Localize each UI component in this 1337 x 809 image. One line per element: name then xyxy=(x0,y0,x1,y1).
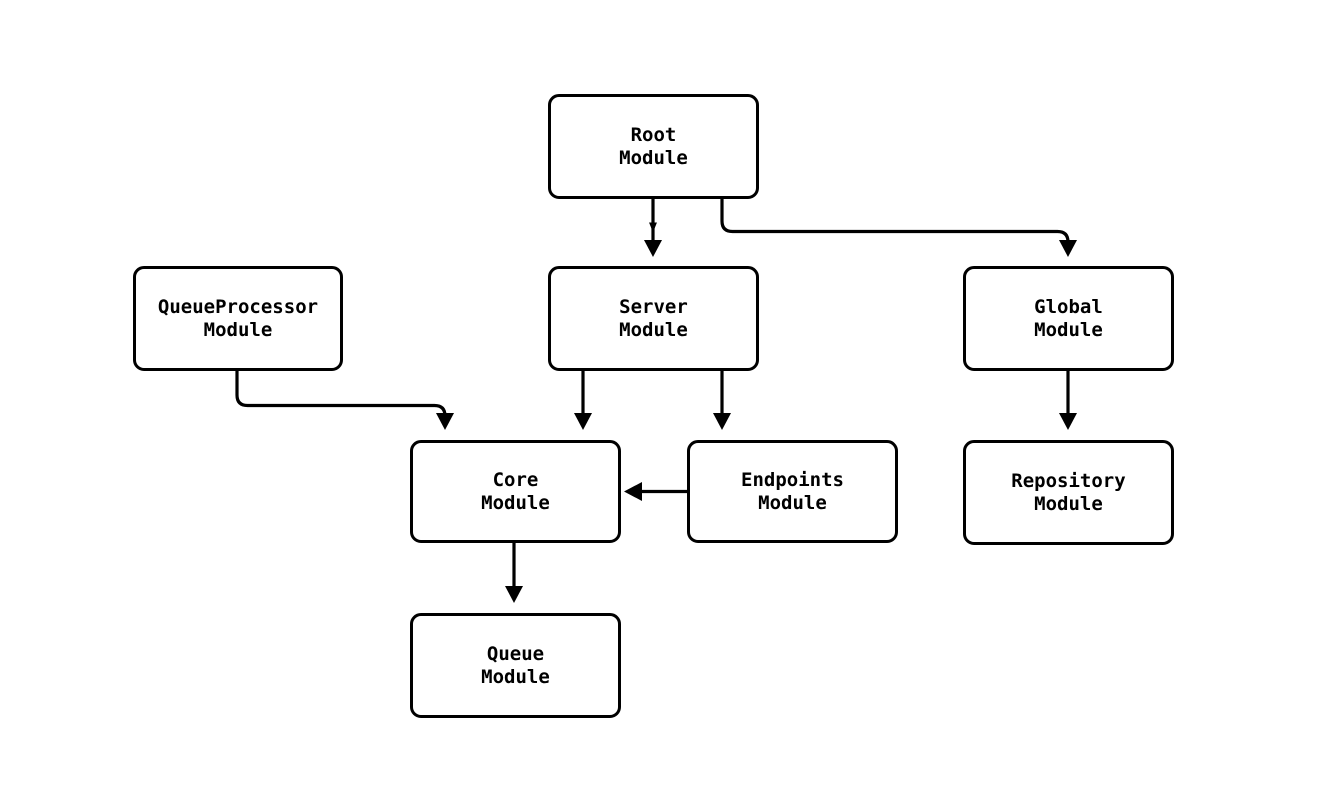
arrowhead-root-to-global xyxy=(1059,240,1077,257)
node-endpoints-module[interactable]: Endpoints Module xyxy=(687,440,898,543)
node-label-line1: Endpoints xyxy=(741,468,844,491)
node-server-module[interactable]: Server Module xyxy=(548,266,759,371)
node-label-line2: Module xyxy=(619,146,688,169)
node-label-line1: Queue xyxy=(486,642,545,665)
arrowhead-core-to-queue xyxy=(505,586,523,603)
arrowhead-global-to-repository xyxy=(1059,413,1077,430)
node-label-line2: Module xyxy=(203,318,273,341)
node-label-line1: Root xyxy=(630,123,677,146)
node-label-line1: QueueProcessor xyxy=(157,295,319,318)
node-global-module[interactable]: Global Module xyxy=(963,266,1174,371)
node-core-module[interactable]: Core Module xyxy=(410,440,621,543)
arrowhead-endpoints-to-core xyxy=(624,482,642,501)
node-label-line2: Module xyxy=(758,491,827,514)
node-label-line1: Server xyxy=(619,295,688,318)
arrowhead-server-to-endpoints xyxy=(713,413,731,430)
node-label-line2: Module xyxy=(1034,318,1103,341)
node-queue-module[interactable]: Queue Module xyxy=(410,613,621,718)
node-label-line2: Module xyxy=(1034,492,1103,515)
edge-queueprocessor-to-core xyxy=(235,371,447,418)
node-label-line2: Module xyxy=(481,665,550,688)
node-label-line1: Global xyxy=(1034,295,1103,318)
arrowhead-root-to-server xyxy=(644,240,662,257)
node-label-line2: Module xyxy=(481,491,550,514)
arrowhead-queueprocessor-to-core xyxy=(436,413,454,430)
edge-root-to-global xyxy=(720,199,1070,244)
node-label-line2: Module xyxy=(619,318,688,341)
node-label-line1: Repository xyxy=(1011,469,1126,492)
arrowhead-server-to-core xyxy=(574,413,592,430)
node-label-line1: Core xyxy=(492,468,539,491)
node-root-module[interactable]: Root Module xyxy=(548,94,759,199)
node-repository-module[interactable]: Repository Module xyxy=(963,440,1174,545)
node-queueprocessor-module[interactable]: QueueProcessor Module xyxy=(133,266,343,371)
